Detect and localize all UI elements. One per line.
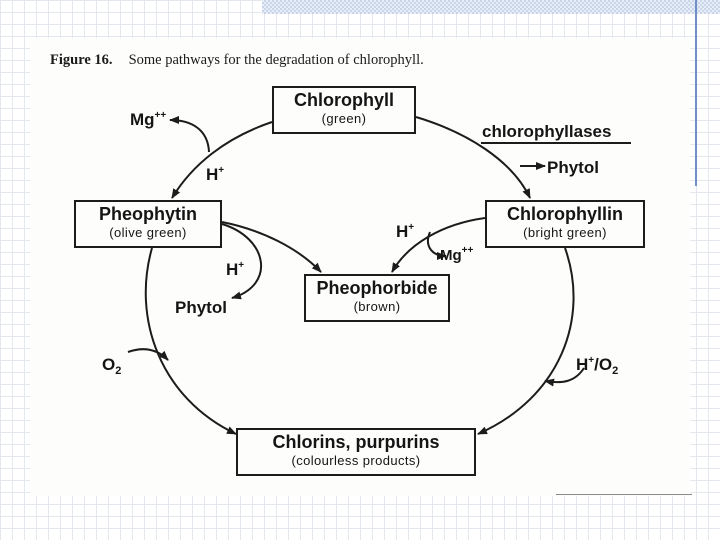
arrow-chlorophyll-to-chlorophyllin [415, 116, 531, 199]
slide-accent-rule [695, 0, 697, 186]
label-chlorophyllases: chlorophyllases [482, 122, 612, 141]
figure-caption: Figure 16. Some pathways for the degradat… [50, 52, 424, 69]
node-chlorophyllin: Chlorophyllin (bright green) [485, 200, 645, 248]
label-o2-left: O2 [102, 355, 122, 377]
header-pattern-strip [262, 0, 720, 14]
arrow-chlorophyll-to-pheophytin [171, 121, 273, 199]
label-h-left: H+ [226, 260, 245, 279]
arrow-phytol-release-left [221, 223, 262, 300]
arrow-pheophytin-to-pheophorbide [221, 221, 322, 273]
node-pheophytin-name: Pheophytin [99, 204, 197, 224]
chlorophyllases-underline [481, 142, 631, 144]
node-chlorins-name: Chlorins, purpurins [272, 432, 440, 452]
arrow-o2-input [127, 348, 169, 361]
label-h-top-left: H+ [206, 165, 225, 184]
node-chlorophyll-name: Chlorophyll [294, 90, 394, 110]
arrow-mg-release-right [427, 231, 447, 260]
node-pheophorbide: Pheophorbide (brown) [304, 274, 450, 322]
label-phytol-right: Phytol [547, 158, 599, 177]
label-phytol-left: Phytol [175, 298, 227, 317]
label-h-o2-right: H+/O2 [576, 355, 619, 377]
node-chlorins-note: (colourless products) [291, 453, 421, 468]
node-pheophytin: Pheophytin (olive green) [74, 200, 222, 248]
label-h-right: H+ [396, 222, 415, 241]
node-chlorins: Chlorins, purpurins (colourless products… [236, 428, 476, 476]
label-mg-right: Mg++ [440, 245, 474, 264]
figure-label: Figure 16. [50, 52, 113, 68]
page-bottom-rule [556, 494, 692, 495]
node-pheophorbide-note: (brown) [353, 299, 401, 314]
node-pheophytin-note: (olive green) [109, 225, 187, 240]
arrow-mg-release-left [169, 116, 210, 153]
node-chlorophyll: Chlorophyll (green) [272, 86, 416, 134]
node-chlorophyllin-note: (bright green) [523, 225, 607, 240]
label-mg-top-left: Mg++ [130, 110, 167, 129]
node-chlorophyll-note: (green) [321, 111, 367, 126]
arrow-h-o2-input [544, 367, 585, 387]
node-pheophorbide-name: Pheophorbide [316, 278, 438, 298]
figure-caption-text: Some pathways for the degradation of chl… [128, 52, 424, 68]
arrow-pheophytin-to-chlorins [144, 247, 237, 435]
node-chlorophyllin-name: Chlorophyllin [507, 204, 623, 224]
arrow-chlorophyllin-to-chlorins [477, 247, 575, 435]
